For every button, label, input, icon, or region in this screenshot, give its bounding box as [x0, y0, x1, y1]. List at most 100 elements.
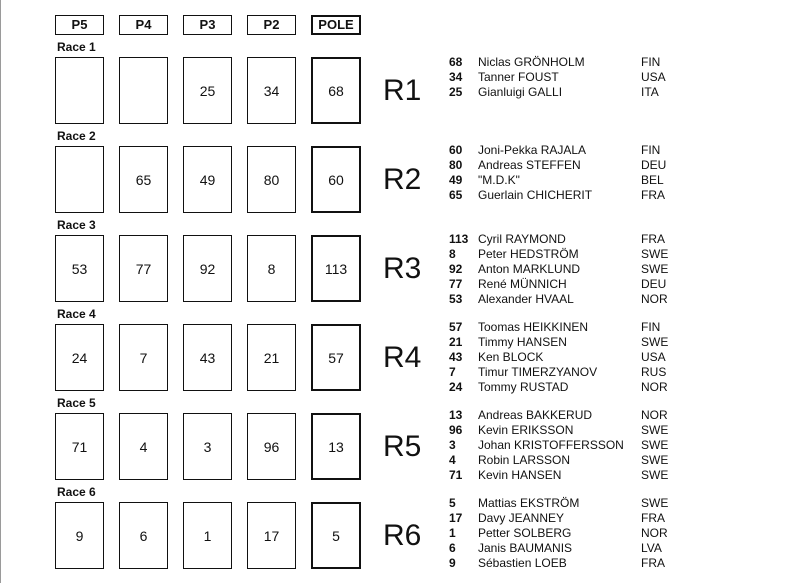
grid-cell-race6-p5: 9: [55, 502, 104, 569]
race-label-4: Race 4: [57, 307, 96, 321]
race-code-2: R2: [383, 163, 422, 196]
driver-name: Alexander HVAAL: [478, 292, 574, 306]
nation-code: SWE: [641, 468, 669, 482]
nation-code: FRA: [641, 232, 665, 246]
car-number: 13: [449, 408, 463, 422]
car-number: 8: [449, 247, 456, 261]
car-number: 1: [449, 526, 456, 540]
driver-name: Tommy RUSTAD: [478, 380, 569, 394]
nation-code: SWE: [641, 262, 669, 276]
car-number: 5: [449, 496, 456, 510]
nation-code: SWE: [641, 453, 669, 467]
race-label-1: Race 1: [57, 40, 96, 54]
driver-name: Robin LARSSON: [478, 453, 571, 467]
grid-cell-race5-pole: 13: [311, 413, 361, 480]
grid-cell-race4-pole: 57: [311, 324, 361, 391]
grid-cell-race1-pole: 68: [311, 57, 361, 124]
car-number: 92: [449, 262, 463, 276]
driver-name: Tanner FOUST: [478, 70, 559, 84]
grid-cell-race6-p3: 1: [183, 502, 232, 569]
driver-name: Davy JEANNEY: [478, 511, 565, 525]
nation-code: DEU: [641, 158, 667, 172]
entry-row: 8 Peter HEDSTRÖM SWE: [449, 247, 749, 262]
car-number: 21: [449, 335, 463, 349]
grid-cell-race3-p2: 8: [247, 235, 296, 302]
driver-name: Toomas HEIKKINEN: [478, 320, 589, 334]
car-number: 77: [449, 277, 463, 291]
driver-name: Janis BAUMANIS: [478, 541, 573, 555]
entry-row: 49"M.D.K"BEL: [449, 173, 749, 188]
driver-name: Johan KRISTOFFERSSON: [478, 438, 624, 452]
car-number: 68: [449, 55, 463, 69]
driver-name: Timur TIMERZYANOV: [478, 365, 598, 379]
nation-code: NOR: [641, 408, 668, 422]
grid-cell-race4-p5: 24: [55, 324, 104, 391]
grid-cell-race4-p2: 21: [247, 324, 296, 391]
grid-cell-race2-p3: 49: [183, 146, 232, 213]
car-number: 49: [449, 173, 463, 187]
car-number: 71: [449, 468, 463, 482]
nation-code: FIN: [641, 143, 661, 157]
car-number: 7: [449, 365, 456, 379]
entry-row: 92 Anton MARKLUND SWE: [449, 262, 749, 277]
grid-cell-race6-pole: 5: [311, 502, 361, 569]
car-number: 3: [449, 438, 456, 452]
driver-name: Peter HEDSTRÖM: [478, 247, 579, 261]
nation-code: DEU: [641, 277, 667, 291]
column-header-p2: P2: [247, 15, 296, 35]
driver-name: Cyril RAYMOND: [478, 232, 566, 246]
nation-code: NOR: [641, 526, 668, 540]
grid-cell-race5-p4: 4: [119, 413, 168, 480]
driver-name: Petter SOLBERG: [478, 526, 572, 540]
driver-name: Andreas STEFFEN: [478, 158, 581, 172]
nation-code: ITA: [641, 85, 659, 99]
grid-cell-race5-p3: 3: [183, 413, 232, 480]
entry-row: 1 Petter SOLBERG NOR: [449, 526, 749, 541]
entry-row: 4 Robin LARSSON SWE: [449, 453, 749, 468]
car-number: 60: [449, 143, 463, 157]
car-number: 96: [449, 423, 463, 437]
nation-code: RUS: [641, 365, 667, 379]
car-number: 6: [449, 541, 456, 555]
car-number: 65: [449, 188, 463, 202]
grid-cell-race2-p4: 65: [119, 146, 168, 213]
driver-name: Timmy HANSEN: [478, 335, 567, 349]
nation-code: SWE: [641, 247, 669, 261]
grid-cell-race3-p4: 77: [119, 235, 168, 302]
race-code-3: R3: [383, 252, 422, 285]
driver-name: Mattias EKSTRÖM: [478, 496, 580, 510]
column-header-p5: P5: [55, 15, 104, 35]
column-header-pole: POLE: [311, 15, 361, 35]
car-number: 9: [449, 556, 456, 570]
nation-code: NOR: [641, 380, 668, 394]
driver-name: Sébastien LOEB: [478, 556, 567, 570]
nation-code: BEL: [641, 173, 664, 187]
grid-cell-race5-p2: 96: [247, 413, 296, 480]
entry-row: 3 Johan KRISTOFFERSSON SWE: [449, 438, 749, 453]
grid-cell-race5-p5: 71: [55, 413, 104, 480]
driver-name: Niclas GRÖNHOLM: [478, 55, 585, 69]
nation-code: SWE: [641, 438, 669, 452]
race-label-3: Race 3: [57, 218, 96, 232]
car-number: 4: [449, 453, 456, 467]
car-number: 34: [449, 70, 463, 84]
grid-cell-race2-pole: 60: [311, 146, 361, 213]
grid-cell-race1-p2: 34: [247, 57, 296, 124]
driver-name: Kevin ERIKSSON: [478, 423, 574, 437]
grid-cell-race4-p3: 43: [183, 324, 232, 391]
grid-cell-race1-p5: [55, 57, 104, 124]
driver-name: Anton MARKLUND: [478, 262, 581, 276]
race-label-5: Race 5: [57, 396, 96, 410]
